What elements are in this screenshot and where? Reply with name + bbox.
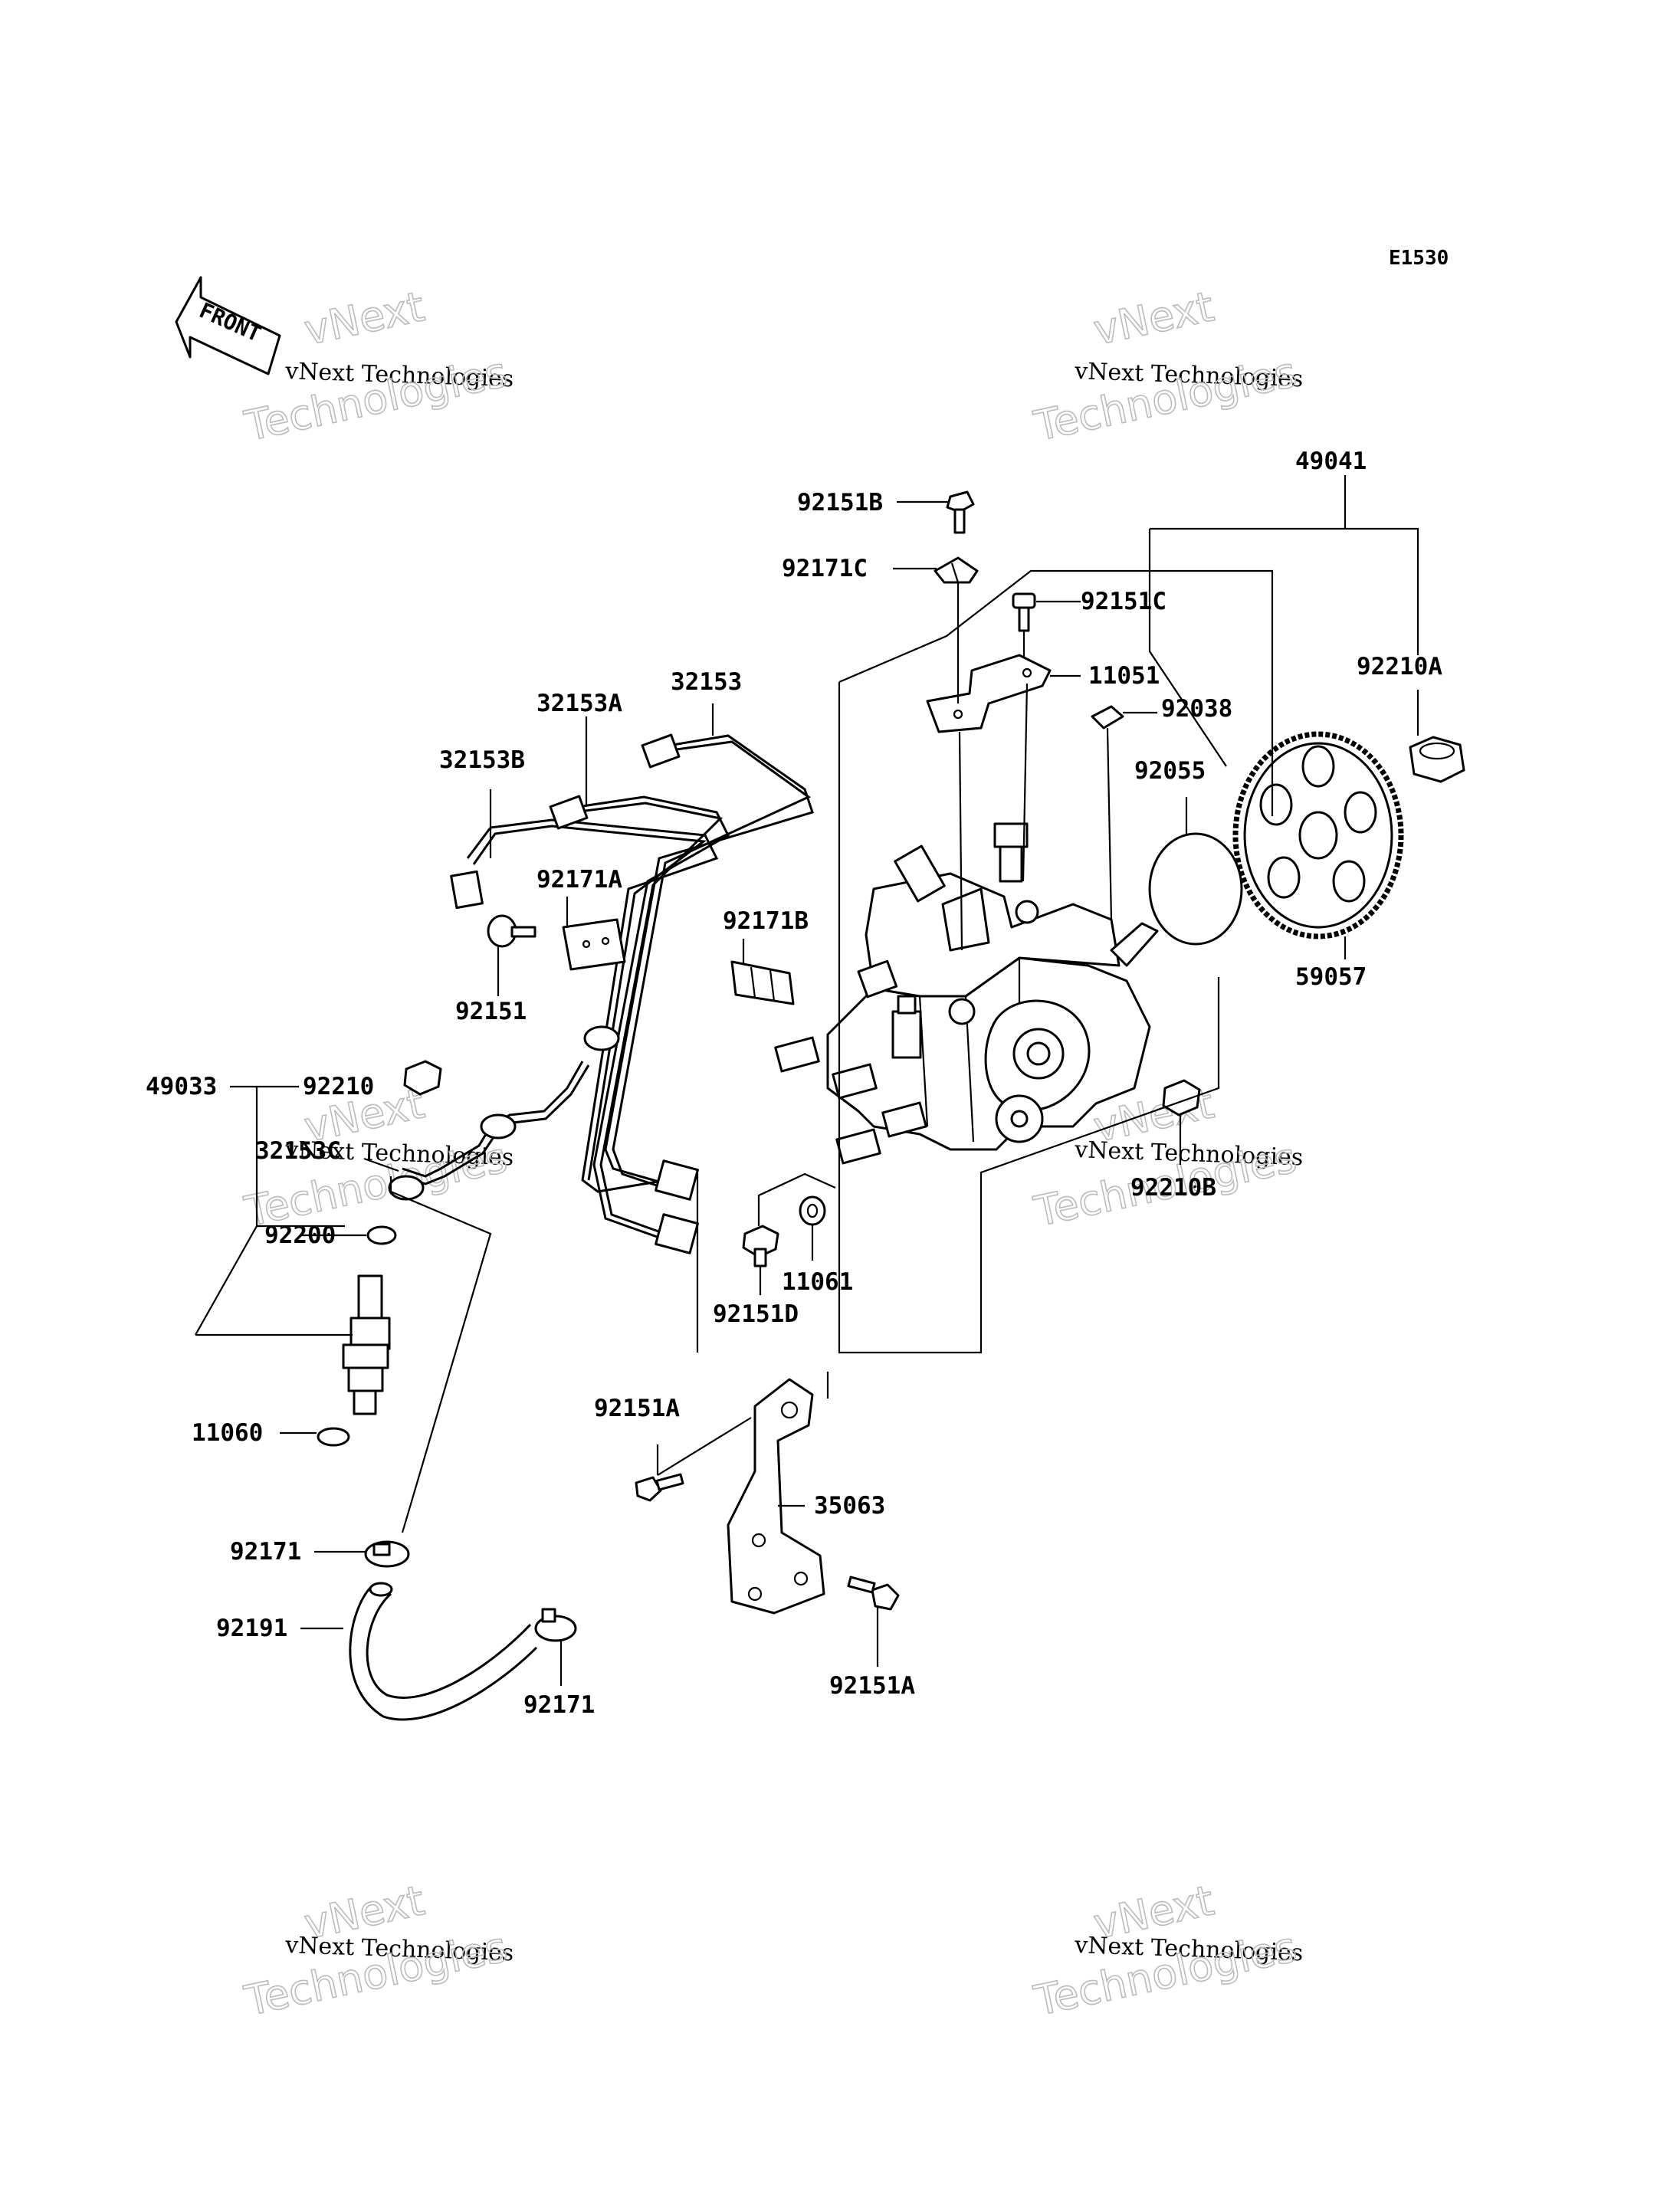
diagram-code: E1530 bbox=[1389, 247, 1449, 270]
label-92038: 92038 bbox=[1161, 695, 1232, 723]
label-59057: 59057 bbox=[1295, 963, 1367, 991]
washer-11060-drawing bbox=[317, 1427, 350, 1447]
o-ring-92055-drawing bbox=[1148, 832, 1243, 946]
nut-92210A-drawing bbox=[1409, 736, 1465, 783]
label-92210B: 92210B bbox=[1130, 1174, 1216, 1202]
label-92151B: 92151B bbox=[797, 489, 883, 516]
label-92171A: 92171A bbox=[536, 866, 622, 894]
label-92191: 92191 bbox=[216, 1615, 287, 1642]
watermark-bottom-left: vNext vNext Technologies Technologies bbox=[240, 1875, 514, 2025]
injection-pump-drawing bbox=[774, 822, 1159, 1165]
label-92171-bottom: 92171 bbox=[523, 1691, 595, 1719]
label-92151C: 92151C bbox=[1081, 588, 1166, 615]
label-92171B: 92171B bbox=[723, 907, 809, 935]
bolt-92151-drawing bbox=[487, 914, 536, 948]
label-92200: 92200 bbox=[264, 1221, 336, 1249]
bolt-92151D-drawing bbox=[742, 1225, 779, 1267]
watermark-top-right: vNext vNext Technologies Technologies bbox=[1029, 281, 1304, 451]
label-11061: 11061 bbox=[782, 1268, 853, 1296]
nut-92210B-drawing bbox=[1162, 1079, 1201, 1117]
label-11051: 11051 bbox=[1088, 662, 1160, 690]
label-92151A-top: 92151A bbox=[594, 1395, 680, 1422]
bolt-92151A-top-drawing bbox=[635, 1473, 684, 1502]
label-32153: 32153 bbox=[671, 668, 742, 696]
key-92038-drawing bbox=[1091, 705, 1124, 730]
clamp-92171C-drawing bbox=[934, 556, 979, 584]
bolt-92151A-bottom-drawing bbox=[847, 1576, 900, 1611]
svg-text:vNext: vNext bbox=[1090, 282, 1218, 354]
label-92151: 92151 bbox=[455, 998, 527, 1025]
injection-nozzle-drawing bbox=[342, 1274, 391, 1415]
hose-92191-drawing bbox=[349, 1582, 538, 1721]
front-arrow-icon: FRONT bbox=[175, 276, 281, 375]
clamp-92171-left-drawing bbox=[364, 1540, 410, 1568]
bolt-92151C-drawing bbox=[1012, 592, 1036, 632]
callout-labels: 92151B 92171C 92151C 11051 92038 49041 9… bbox=[146, 448, 1442, 1719]
label-32153C: 32153C bbox=[255, 1137, 341, 1165]
clamp-92171B-drawing bbox=[730, 960, 795, 1005]
label-11060: 11060 bbox=[192, 1419, 263, 1447]
svg-text:vNext: vNext bbox=[300, 282, 428, 354]
bracket-11051-drawing bbox=[926, 654, 1052, 733]
label-32153A: 32153A bbox=[536, 690, 622, 717]
label-92055: 92055 bbox=[1134, 757, 1206, 785]
bolt-92151B-drawing bbox=[946, 490, 975, 534]
label-92171-left: 92171 bbox=[230, 1538, 301, 1566]
label-35063: 35063 bbox=[814, 1492, 885, 1520]
washer-11061-drawing bbox=[799, 1195, 826, 1226]
injection-pipes-drawing bbox=[450, 733, 814, 1254]
label-49033: 49033 bbox=[146, 1073, 217, 1100]
watermark-bottom-right: vNext vNext Technologies Technologies bbox=[1029, 1875, 1304, 2025]
bracket-35063-drawing bbox=[727, 1378, 825, 1615]
gear-59057-drawing bbox=[1232, 731, 1404, 939]
nut-92210-drawing bbox=[403, 1060, 442, 1096]
label-32153B: 32153B bbox=[439, 746, 525, 774]
label-92151D: 92151D bbox=[713, 1300, 799, 1328]
clamp-92171A-drawing bbox=[562, 918, 626, 971]
leader-lines bbox=[195, 475, 1419, 1686]
label-92210: 92210 bbox=[303, 1073, 374, 1100]
washer-92200-drawing bbox=[366, 1225, 397, 1245]
label-92151A-bottom: 92151A bbox=[829, 1672, 915, 1700]
clamp-92171-bottom-drawing bbox=[534, 1608, 577, 1642]
label-92171C: 92171C bbox=[782, 555, 868, 582]
watermark-top-left: vNext vNext Technologies Technologies bbox=[240, 281, 514, 451]
label-49041: 49041 bbox=[1295, 448, 1367, 475]
label-92210A: 92210A bbox=[1357, 653, 1442, 680]
leak-off-pipe-32153C-drawing bbox=[388, 1025, 620, 1201]
